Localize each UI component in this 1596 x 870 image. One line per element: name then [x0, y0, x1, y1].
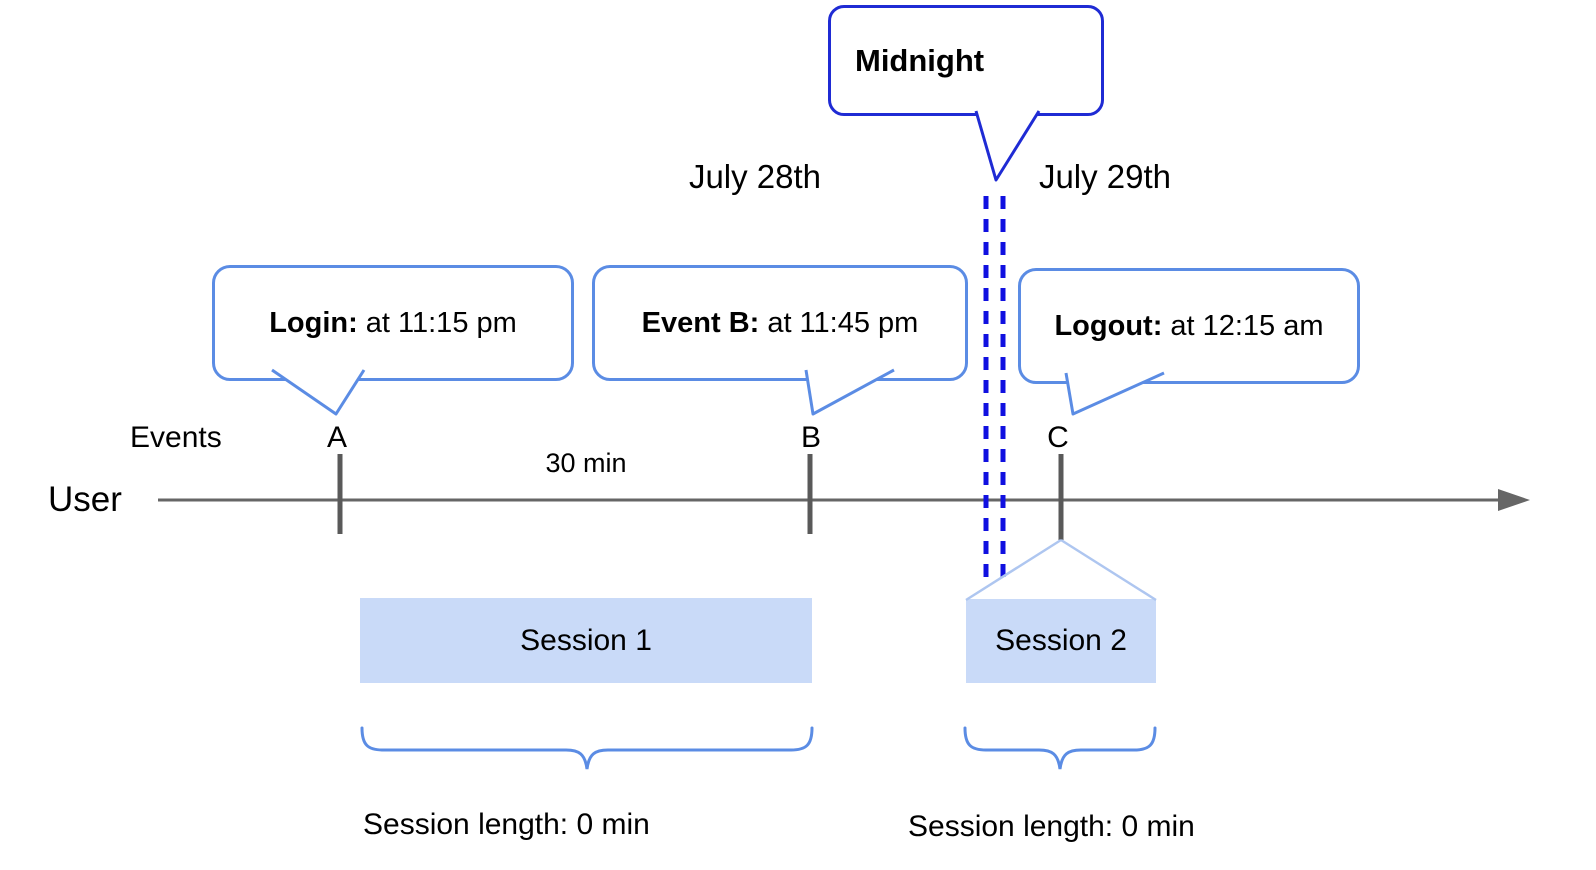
session-1-brace	[360, 726, 814, 770]
login-callout-value: at 11:15 pm	[365, 306, 517, 339]
event-b-callout-value: at 11:45 pm	[767, 306, 919, 339]
events-row-label: Events	[130, 421, 222, 454]
event-marker-b-label: B	[800, 421, 821, 454]
logout-callout-value: at 12:15 am	[1170, 309, 1324, 342]
session-2-length-label: Session length: 0 min	[908, 810, 1195, 843]
session-1-box: Session 1	[360, 598, 812, 683]
midnight-callout: Midnight	[828, 5, 1104, 116]
event-marker-a-label: A	[326, 421, 347, 454]
event-marker-c-label: C	[1047, 421, 1069, 454]
event-b-callout: Event B: at 11:45 pm	[592, 265, 968, 381]
session-1-label: Session 1	[520, 623, 652, 657]
midnight-callout-label: Midnight	[855, 42, 985, 78]
logout-callout-label: Logout:	[1054, 309, 1163, 342]
session-2-brace	[963, 726, 1157, 770]
interval-label: 30 min	[545, 448, 627, 478]
event-b-callout-label: Event B:	[641, 306, 760, 339]
session-2-funnel-left	[965, 538, 1062, 602]
logout-callout: Logout: at 12:15 am	[1018, 268, 1360, 384]
login-callout-label: Login:	[269, 306, 358, 339]
login-callout: Login: at 11:15 pm	[212, 265, 574, 381]
user-row-label: User	[48, 480, 122, 519]
date-label-july-28: July 28th	[688, 158, 822, 195]
timeline-arrowhead-icon	[1498, 489, 1530, 511]
session-2-box: Session 2	[966, 599, 1156, 683]
session-2-funnel-right	[1060, 538, 1157, 602]
session-2-label: Session 2	[995, 624, 1127, 657]
session-1-length-label: Session length: 0 min	[363, 808, 650, 841]
date-label-july-29: July 29th	[1038, 158, 1172, 195]
